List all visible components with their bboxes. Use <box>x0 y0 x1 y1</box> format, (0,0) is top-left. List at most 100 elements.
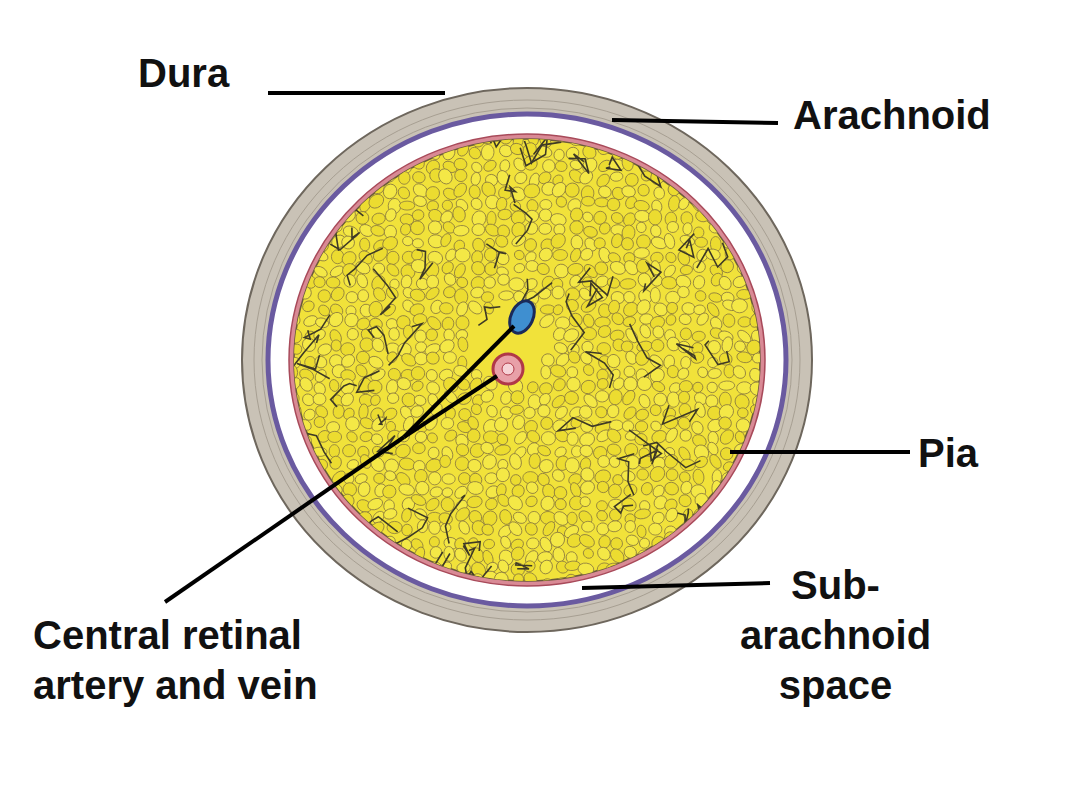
septum-line <box>350 165 382 216</box>
fascicle-cell <box>608 455 622 469</box>
layer-label: Dura <box>138 48 278 98</box>
fascicle-cell <box>425 431 439 445</box>
fascicle-cell <box>342 444 357 458</box>
layer-label: Pia <box>918 428 1038 478</box>
fascicle-cell <box>355 272 370 289</box>
fascicle-cell <box>410 379 425 393</box>
fascicle-cell <box>399 223 412 237</box>
fascicle-cell <box>410 154 427 172</box>
septum-line <box>676 344 695 359</box>
fascicle-cell <box>442 474 456 485</box>
fascicle-cell <box>712 480 722 496</box>
fascicle-cell <box>747 311 764 330</box>
fascicle-cell <box>695 311 711 328</box>
fascicle-cell <box>395 376 412 392</box>
fascicle-cell <box>707 367 722 379</box>
fascicle-cell <box>494 444 511 457</box>
fascicle-cell <box>554 576 569 591</box>
fascicle-cell <box>624 520 636 533</box>
fascicle-cell <box>579 444 594 458</box>
fascicle-cell <box>523 276 539 292</box>
fascicle-cell <box>692 331 706 342</box>
fascicle-cell <box>731 299 747 313</box>
fascicle-cell <box>541 432 555 445</box>
fascicle-cell <box>548 530 566 549</box>
fascicle-cell <box>680 517 698 535</box>
septum-line <box>705 341 729 365</box>
fascicle-cell <box>470 172 482 187</box>
fascicle-cell <box>540 365 551 379</box>
fascicle-cell <box>369 432 384 447</box>
fascicle-cell <box>608 508 623 523</box>
fascicle-cell <box>440 455 451 468</box>
fascicle-cell <box>553 404 570 421</box>
fascicle-cell <box>301 299 317 314</box>
fascicle-cell <box>709 222 722 234</box>
fascicle-cell <box>427 446 441 460</box>
fascicle-cell <box>366 191 386 211</box>
fascicle-cell <box>624 172 640 188</box>
fascicle-cell <box>508 452 523 471</box>
fascicle-cell <box>453 225 470 237</box>
fascicle-cell <box>289 404 302 421</box>
fascicle-cell <box>297 285 313 301</box>
fascicle-cell <box>581 521 594 532</box>
septum-line <box>689 578 729 598</box>
fascicle-cell <box>553 249 568 261</box>
fascicle-cell <box>595 509 610 523</box>
fascicle-cell <box>329 445 340 458</box>
arachnoid-layer <box>268 114 786 606</box>
fascicle-cell <box>625 534 640 548</box>
fascicle-cell <box>647 464 668 485</box>
fascicle-cell <box>483 275 497 289</box>
fascicle-cell <box>636 525 647 539</box>
fascicle-cell <box>466 415 481 431</box>
fascicle-cell <box>425 350 441 365</box>
fascicle-cell <box>692 507 706 521</box>
fascicle-cell <box>441 417 454 429</box>
fascicle-cell <box>297 375 314 393</box>
fascicle-cell <box>581 363 595 378</box>
fascicle-cell <box>607 299 621 315</box>
septum-line <box>644 263 661 291</box>
septum-line <box>679 234 694 258</box>
fascicle-cell <box>426 218 445 237</box>
fascicle-cell <box>381 168 397 184</box>
fascicle-cell <box>563 181 581 199</box>
fascicle-cell <box>524 494 539 509</box>
fascicle-cell <box>396 185 412 201</box>
fascicle-cell <box>653 186 666 200</box>
fascicle-cell <box>737 263 747 274</box>
fascicle-cell <box>721 336 734 354</box>
fascicle-cell <box>386 392 400 405</box>
septum-line <box>307 530 332 572</box>
fascicle-cell <box>496 558 511 574</box>
fascicle-cell <box>579 496 591 508</box>
fascicle-cell <box>717 274 734 292</box>
fascicle-cell <box>479 440 495 455</box>
leader-line <box>268 91 445 95</box>
fascicle-cell <box>555 160 568 172</box>
fascicle-cell <box>736 351 753 364</box>
fascicle-cell <box>429 472 441 485</box>
fascicle-cell <box>637 550 649 563</box>
fascicle-cell <box>666 221 679 234</box>
fascicle-cell <box>344 415 361 432</box>
fascicle-cell <box>621 154 635 172</box>
fascicle-cell <box>551 285 565 300</box>
fascicle-cell <box>734 416 752 434</box>
fascicle-cell <box>481 291 494 303</box>
fascicle-cell <box>439 232 453 248</box>
artery-lumen <box>502 363 514 375</box>
fascicle-cell <box>690 420 706 437</box>
fascicle-cell <box>732 339 747 354</box>
fascicle-cell <box>748 379 767 398</box>
fascicle-cell <box>429 536 440 547</box>
fascicle-cell <box>648 209 662 225</box>
pia-layer <box>289 134 765 586</box>
fascicle-cell <box>423 496 441 513</box>
septum-line <box>640 445 658 465</box>
fascicle-cell <box>497 208 512 221</box>
fascicle-cell <box>424 285 442 302</box>
